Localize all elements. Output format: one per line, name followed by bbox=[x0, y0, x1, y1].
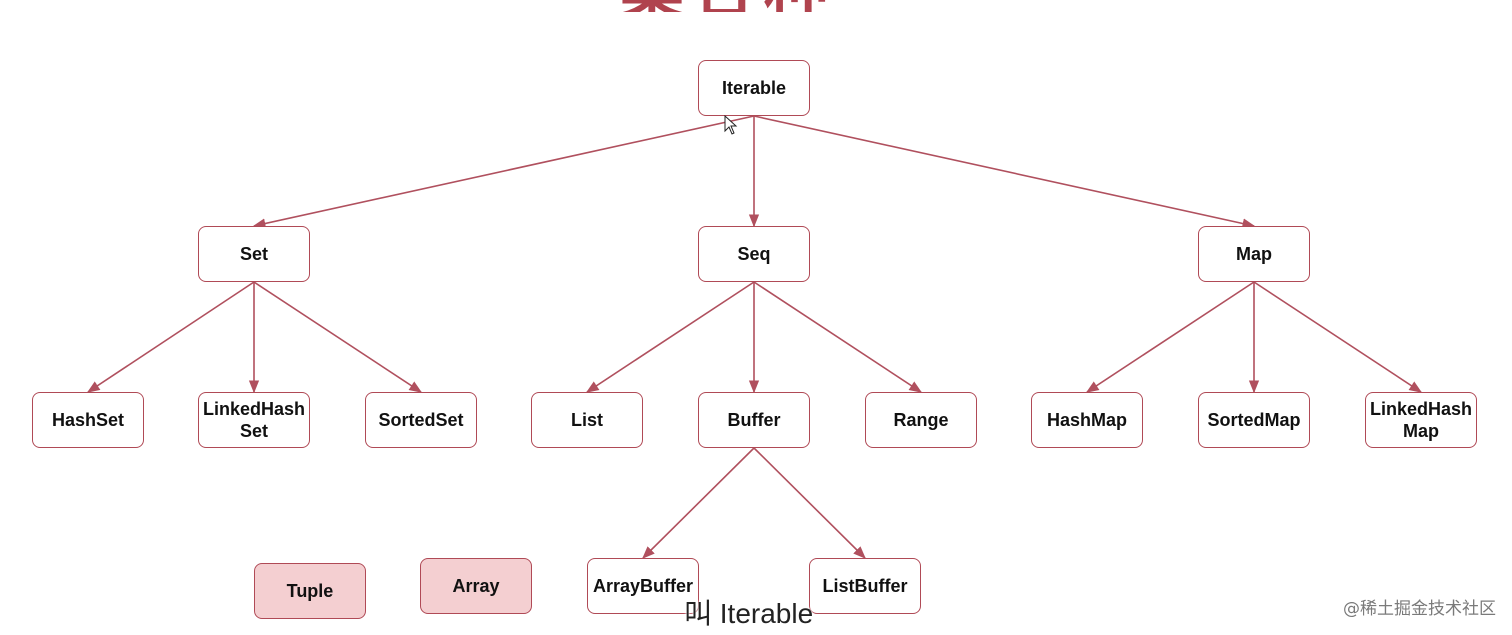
node-linkedhashmap[interactable]: LinkedHash Map bbox=[1365, 392, 1477, 448]
node-tuple[interactable]: Tuple bbox=[254, 563, 366, 619]
node-array[interactable]: Array bbox=[420, 558, 532, 614]
watermark: @稀土掘金技术社区 bbox=[1343, 599, 1496, 619]
edge-set-to-sortedset bbox=[253, 281, 423, 393]
node-iterable[interactable]: Iterable bbox=[698, 60, 810, 116]
slide-title-text: 集合种类 bbox=[620, 0, 900, 12]
edge-iterable-to-set bbox=[252, 115, 755, 229]
node-set[interactable]: Set bbox=[198, 226, 310, 282]
edge-buffer-to-listbuffer bbox=[753, 447, 866, 559]
edge-map-to-hashmap bbox=[1085, 281, 1255, 393]
edge-buffer-to-arraybuffer bbox=[642, 447, 755, 559]
node-linkedhashset[interactable]: LinkedHash Set bbox=[198, 392, 310, 448]
node-map[interactable]: Map bbox=[1198, 226, 1310, 282]
node-listbuffer[interactable]: ListBuffer bbox=[809, 558, 921, 614]
edge-set-to-hashset bbox=[86, 281, 255, 393]
edge-seq-to-list bbox=[585, 281, 755, 393]
node-hashmap[interactable]: HashMap bbox=[1031, 392, 1143, 448]
node-list[interactable]: List bbox=[531, 392, 643, 448]
node-sortedset[interactable]: SortedSet bbox=[365, 392, 477, 448]
node-seq[interactable]: Seq bbox=[698, 226, 810, 282]
edge-map-to-linkedhashmap bbox=[1253, 281, 1423, 393]
slide-title: 集合种类 bbox=[620, 0, 900, 12]
mouse-cursor-icon bbox=[724, 115, 738, 135]
node-buffer[interactable]: Buffer bbox=[698, 392, 810, 448]
edge-seq-to-range bbox=[753, 281, 923, 393]
video-subtitle: 叫 Iterable bbox=[684, 598, 814, 629]
node-arraybuffer[interactable]: ArrayBuffer bbox=[587, 558, 699, 614]
node-sortedmap[interactable]: SortedMap bbox=[1198, 392, 1310, 448]
node-hashset[interactable]: HashSet bbox=[32, 392, 144, 448]
node-range[interactable]: Range bbox=[865, 392, 977, 448]
edge-iterable-to-map bbox=[753, 115, 1256, 229]
